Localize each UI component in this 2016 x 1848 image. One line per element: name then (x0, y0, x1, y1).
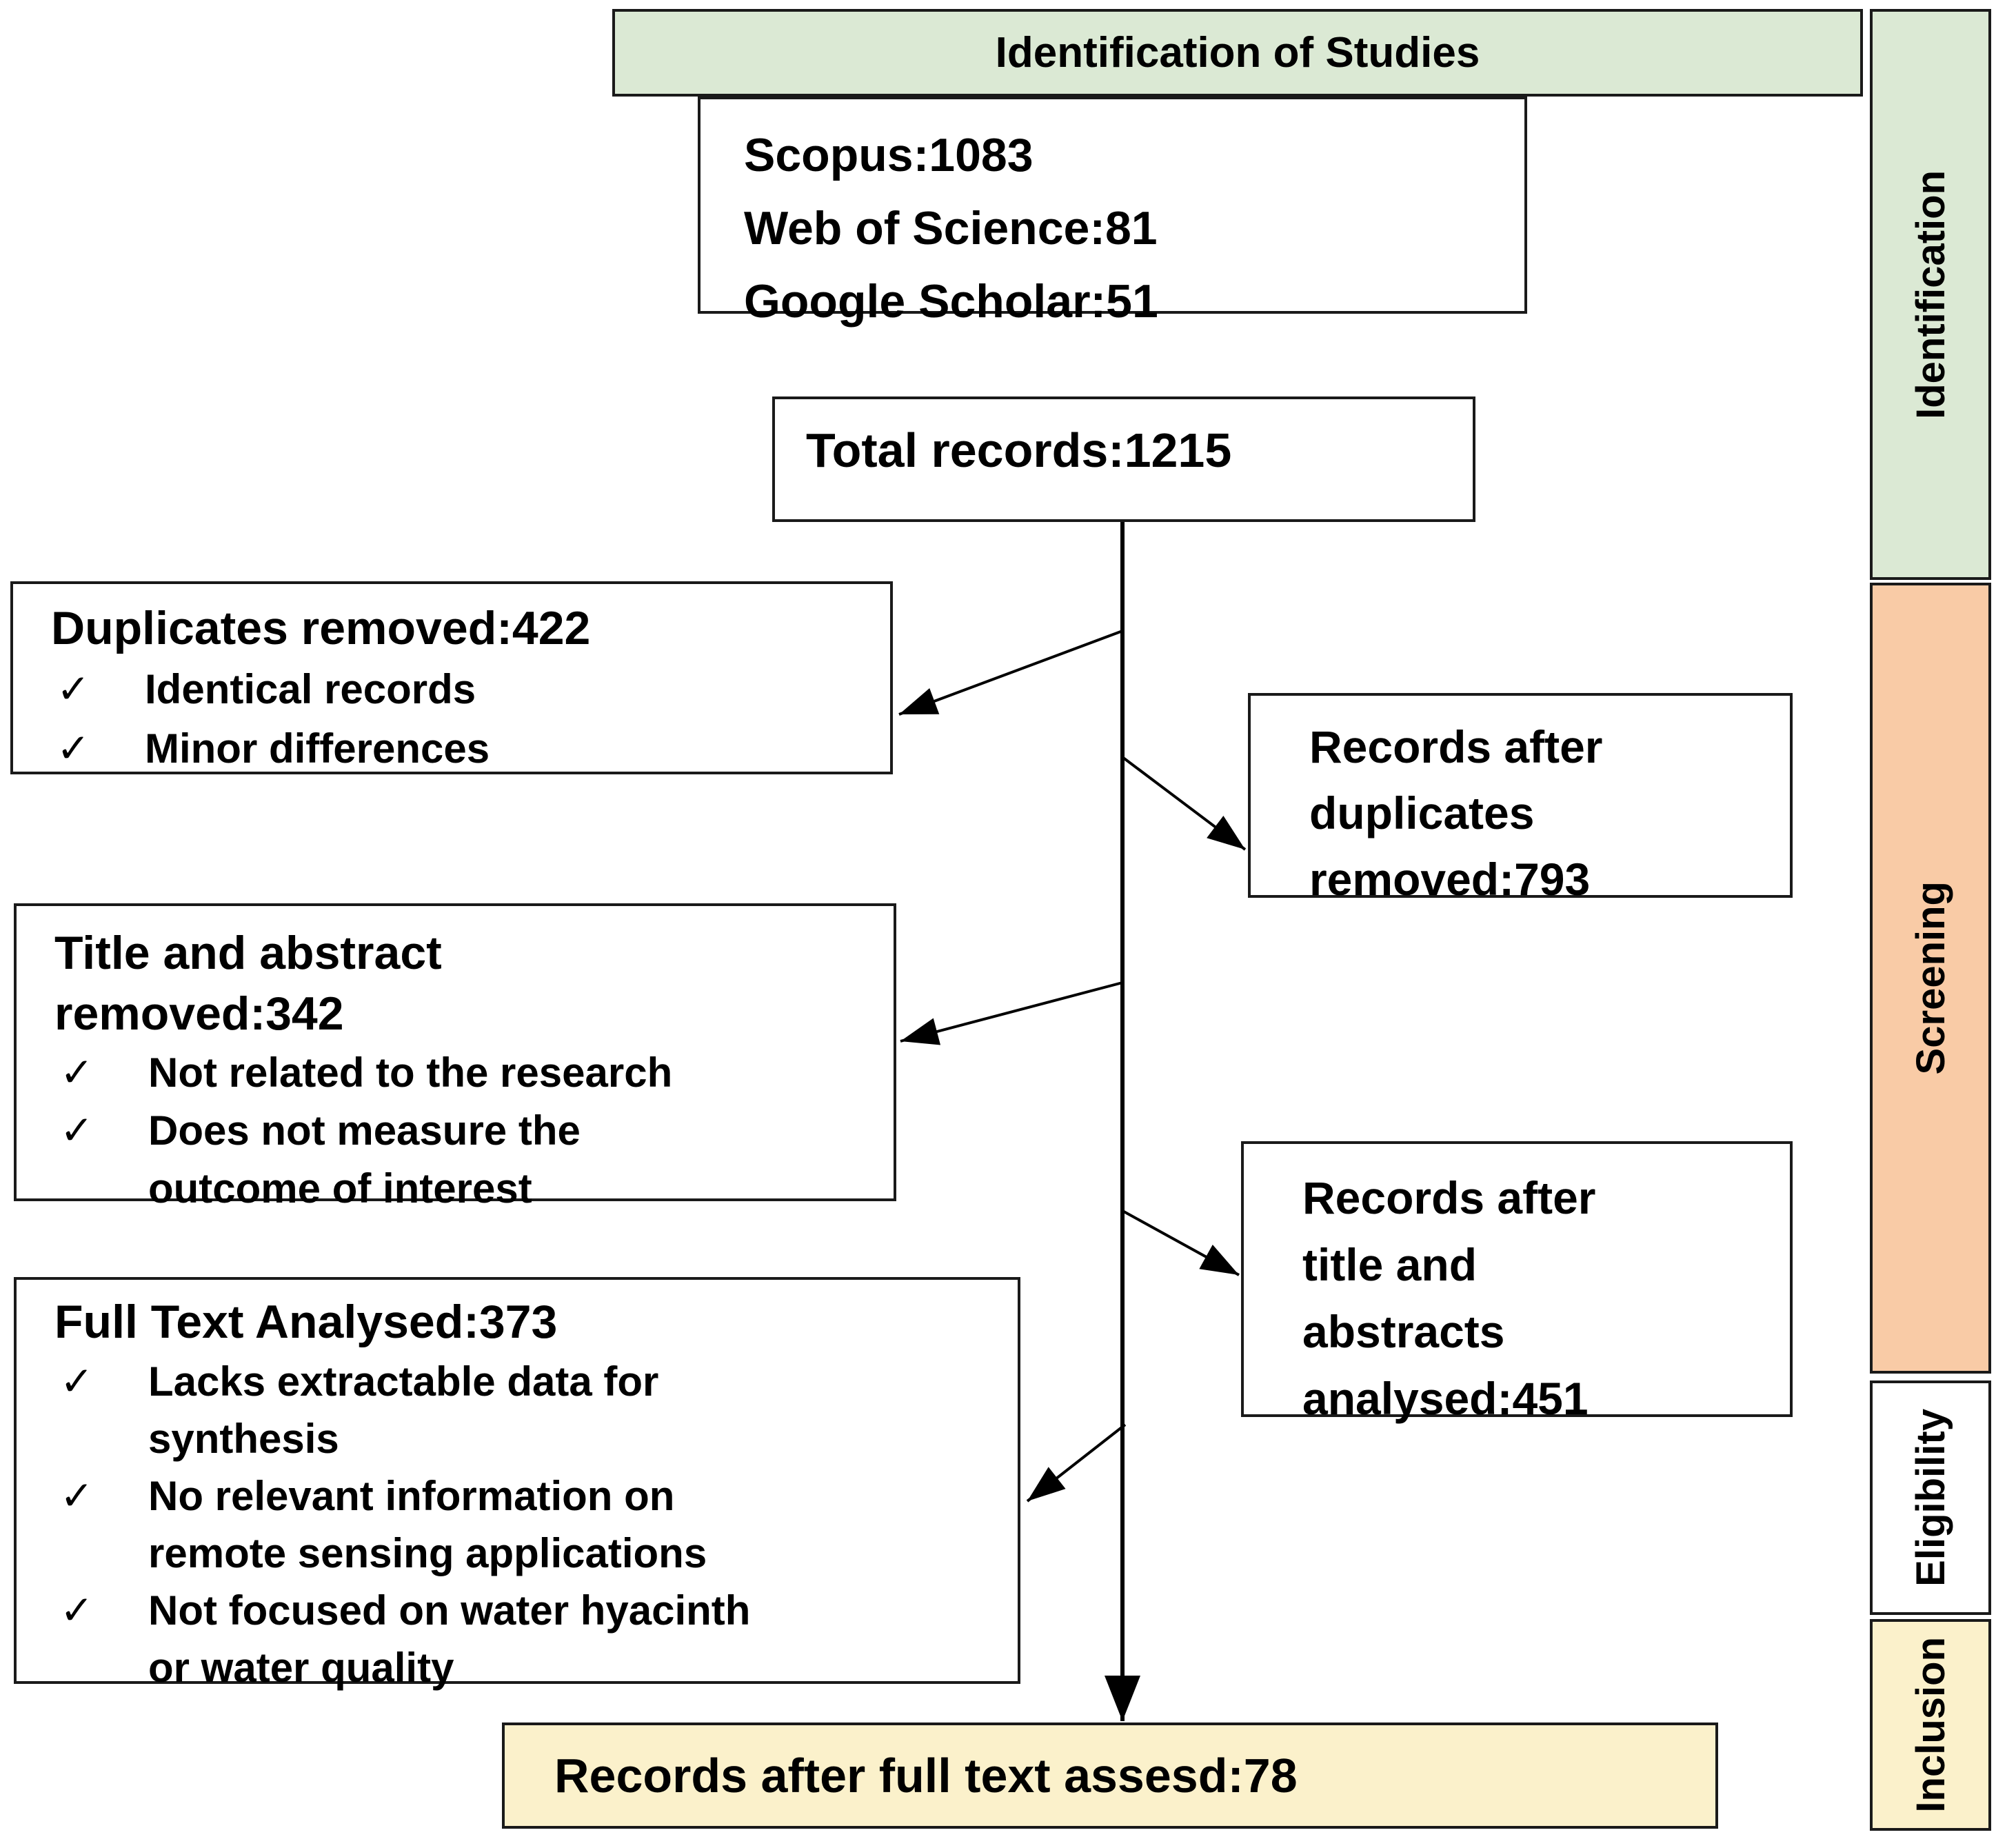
after-title-abstract-box: Records after title and abstracts analys… (1241, 1141, 1793, 1424)
list-item-text: remote sensing applications (148, 1530, 707, 1576)
list-item-text: synthesis (148, 1416, 339, 1462)
flow-arrow-to-after-title-abstract (1123, 1210, 1240, 1276)
check-icon: ✓ (60, 1050, 94, 1095)
after-title-line: title and (1302, 1239, 1478, 1290)
stage-identification-label: Identification (1908, 170, 1953, 419)
title-abstract-title-line: Title and abstract (54, 927, 442, 979)
stage-inclusion: Inclusion (1870, 1619, 1991, 1831)
check-icon: ✓ (60, 1474, 94, 1518)
source-scopus: Scopus:1083 (744, 129, 1034, 181)
list-item-text: outcome of interest (148, 1165, 532, 1212)
flow-arrow-to-full-text (1026, 1423, 1127, 1503)
title-abstract-removed-box: Title and abstract removed:342 ✓ Not rel… (14, 903, 896, 1212)
after-duplicates-line: duplicates (1309, 787, 1535, 838)
stage-eligibility-label: Eligibility (1908, 1409, 1953, 1587)
flow-arrow-to-title-abstract-removed (900, 981, 1123, 1045)
check-icon: ✓ (60, 1108, 94, 1153)
duplicates-removed-box: Duplicates removed:422 ✓ Identical recor… (10, 581, 893, 774)
diagram-title: Identification of Studies (995, 29, 1480, 77)
list-item-text: Lacks extractable data for (148, 1358, 659, 1405)
list-item: ✓ Identical records (51, 660, 863, 719)
list-item: ✓ Minor differences (51, 719, 863, 779)
after-duplicates-line: Records after (1309, 721, 1603, 772)
list-item-text: Not focused on water hyacinth (148, 1587, 751, 1634)
flow-arrow-to-duplicates-removed (898, 630, 1123, 716)
list-item: ✓ No relevant information on remote sens… (54, 1467, 990, 1582)
source-google-scholar: Google Scholar:51 (744, 275, 1158, 328)
list-item-text: Identical records (145, 666, 476, 712)
list-item-text: Does not measure the (148, 1107, 581, 1154)
source-web-of-science: Web of Science:81 (744, 202, 1158, 254)
list-item-text: or water quality (148, 1645, 454, 1691)
list-item-text: No relevant information on (148, 1473, 675, 1519)
check-icon: ✓ (57, 726, 90, 771)
stage-eligibility: Eligibility (1870, 1380, 1991, 1615)
stage-screening: Screening (1870, 583, 1991, 1374)
total-records-label: Total records:1215 (806, 423, 1232, 477)
diagram-header: Identification of Studies (612, 9, 1863, 97)
duplicates-removed-title: Duplicates removed:422 (51, 602, 591, 654)
full-text-title: Full Text Analysed:373 (54, 1296, 558, 1348)
stage-screening-label: Screening (1908, 881, 1953, 1075)
list-item-text: Not related to the research (148, 1049, 673, 1096)
stage-identification: Identification (1870, 9, 1991, 580)
after-duplicates-box: Records after duplicates removed:793 (1248, 693, 1793, 905)
list-item: ✓ Not related to the research (54, 1044, 866, 1102)
final-records-label: Records after full text assesd:78 (554, 1749, 1298, 1802)
total-records-box: Total records:1215 (772, 396, 1475, 522)
full-text-box: Full Text Analysed:373 ✓ Lacks extractab… (14, 1277, 1020, 1691)
after-duplicates-line: removed:793 (1309, 854, 1591, 905)
sources-box: Scopus:1083 Web of Science:81 Google Sch… (698, 97, 1527, 328)
after-title-line: Records after (1302, 1172, 1596, 1223)
list-item: ✓ Not focused on water hyacinth or water… (54, 1582, 990, 1696)
check-icon: ✓ (60, 1588, 94, 1633)
flow-arrow-to-after-duplicates (1121, 756, 1247, 851)
stage-inclusion-label: Inclusion (1908, 1637, 1953, 1813)
after-title-line: analysed:451 (1302, 1373, 1589, 1424)
list-item: ✓ Does not measure the outcome of intere… (54, 1102, 866, 1218)
final-records-box: Records after full text assesd:78 (502, 1723, 1718, 1829)
list-item-text: Minor differences (145, 725, 490, 772)
check-icon: ✓ (60, 1359, 94, 1404)
list-item: ✓ Lacks extractable data for synthesis (54, 1353, 990, 1467)
check-icon: ✓ (57, 667, 90, 712)
title-abstract-title-line: removed:342 (54, 987, 344, 1040)
after-title-line: abstracts (1302, 1306, 1505, 1357)
